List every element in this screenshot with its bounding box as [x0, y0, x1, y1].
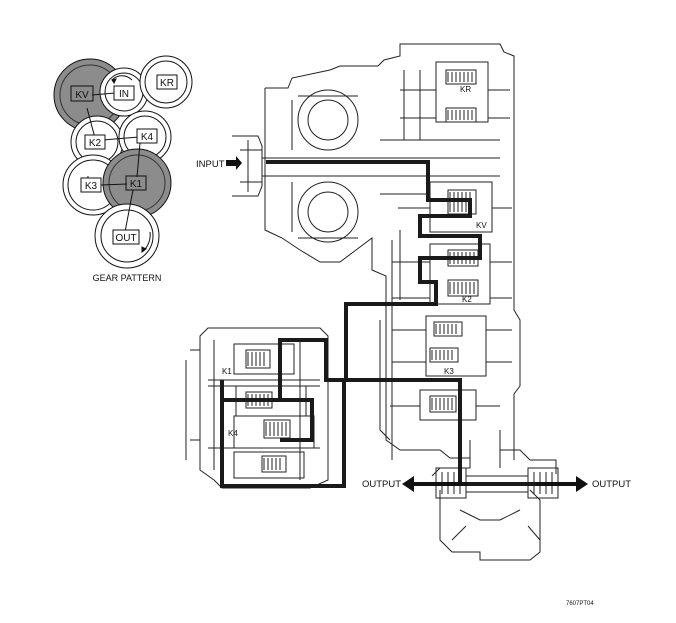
power-flow-path	[220, 160, 536, 488]
clutch-labels: KR KV K2 K3 K1 K4	[222, 85, 487, 438]
transmission-upper-housing	[232, 43, 521, 460]
output-housing	[420, 430, 559, 561]
gear-label-in: IN	[119, 89, 129, 100]
transfer-housing-left	[185, 327, 329, 489]
gear-pattern-caption: GEAR PATTERN	[93, 273, 162, 283]
torque-converter-lower	[297, 181, 359, 243]
clutch-housing-k2	[429, 243, 491, 305]
gear-label-k4: K4	[141, 132, 154, 143]
input-label: INPUT	[196, 159, 225, 170]
gear-label-k2: K2	[89, 138, 102, 149]
gear-label-k1: K1	[130, 179, 143, 190]
rotation-arrow-in	[111, 75, 133, 81]
clutch-label-kr: KR	[460, 85, 471, 94]
input-arrow: INPUT	[196, 156, 242, 170]
gear-label-k3: K3	[85, 181, 98, 192]
gear-label-kr: KR	[160, 78, 174, 89]
gear-labels: KV IN KR K2 K4 K3 K1 OUT GEAR PATTERN	[75, 78, 174, 283]
gear-label-out: OUT	[115, 233, 136, 244]
output-arrow-left: OUTPUT	[362, 476, 468, 492]
clutch-label-kv: KV	[476, 221, 487, 230]
clutch-label-k1: K1	[222, 367, 232, 376]
gear-label-boxes	[70, 74, 178, 245]
clutch-housing-kv	[429, 181, 493, 233]
figure-code: 7607PT04	[566, 601, 594, 607]
clutch-label-k4: K4	[228, 429, 238, 438]
clutch-housing-k1	[233, 343, 295, 375]
clutch-label-k3: K3	[444, 367, 454, 376]
output-arrow-right: OUTPUT	[536, 476, 631, 492]
clutch-housing-k3	[425, 315, 487, 377]
torque-converter-upper	[297, 89, 359, 151]
clutch-label-k2: K2	[462, 295, 472, 304]
output-label-left: OUTPUT	[362, 479, 401, 490]
gear-label-kv: KV	[75, 90, 89, 101]
output-label-right: OUTPUT	[592, 479, 631, 490]
